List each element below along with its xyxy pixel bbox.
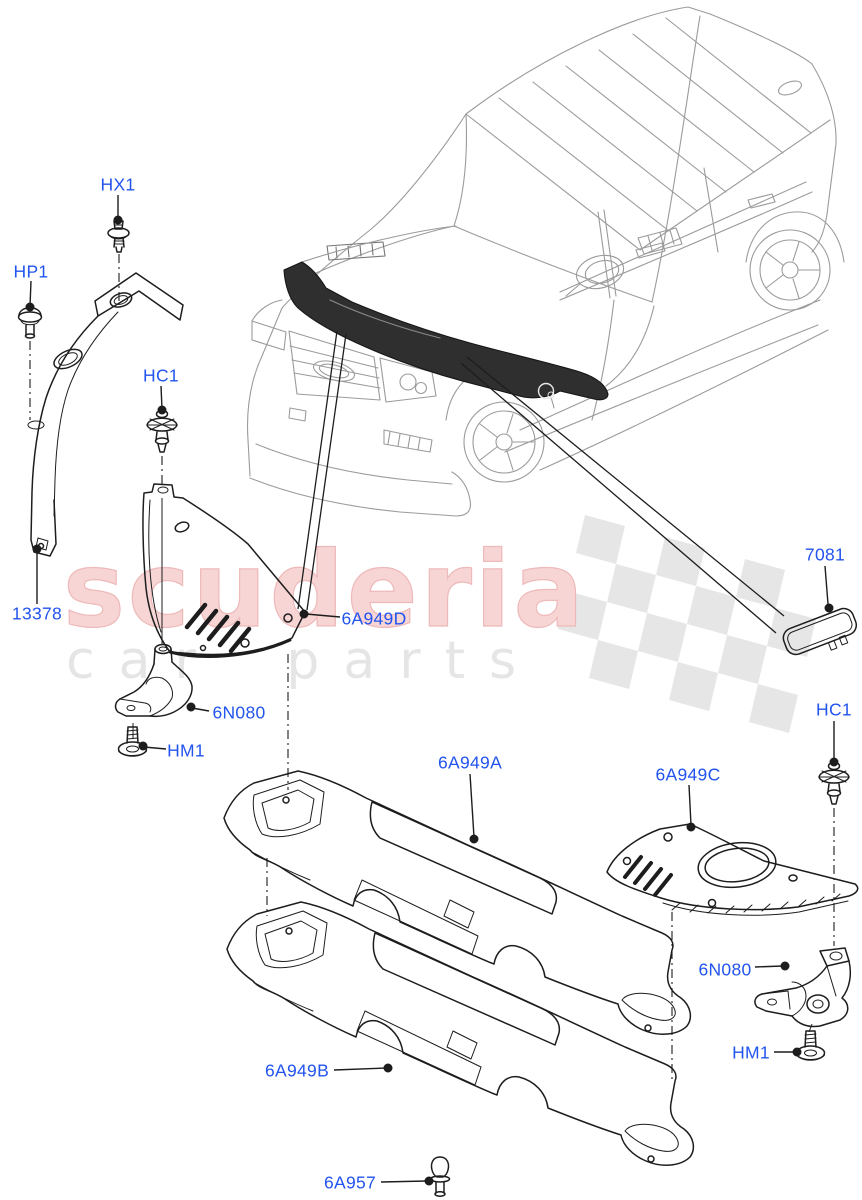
part-6n080-left-drawing bbox=[114, 643, 193, 718]
part-13378-drawing bbox=[27, 272, 184, 557]
checkered-flag-graphic bbox=[558, 515, 816, 733]
fastener-hm1-drawing bbox=[117, 726, 148, 757]
part-label-hx1[interactable]: HX1 bbox=[100, 174, 136, 195]
cowl-panel-highlight bbox=[283, 261, 609, 401]
part-7081-drawing bbox=[782, 607, 858, 656]
part-6a949c-drawing bbox=[606, 823, 859, 916]
part-label-6n080-right[interactable]: 6N080 bbox=[698, 959, 752, 980]
part-label-6a949c[interactable]: 6A949C bbox=[655, 764, 721, 785]
vehicle-illustration bbox=[246, 6, 845, 517]
part-label-hc1-right[interactable]: HC1 bbox=[816, 699, 852, 720]
watermark-brand: scuderia bbox=[63, 529, 587, 651]
fastener-hp1-drawing bbox=[17, 307, 43, 339]
part-label-hp1[interactable]: HP1 bbox=[13, 261, 49, 282]
fastener-6a957-drawing bbox=[429, 1156, 451, 1197]
part-6n080-right-drawing bbox=[754, 947, 852, 1028]
part-label-7081[interactable]: 7081 bbox=[804, 544, 846, 565]
part-label-6a949d[interactable]: 6A949D bbox=[341, 608, 407, 629]
part-label-hm1-right[interactable]: HM1 bbox=[732, 1042, 770, 1063]
part-label-hc1-left[interactable]: HC1 bbox=[143, 365, 179, 386]
watermark-text: scuderia car parts bbox=[62, 528, 587, 691]
part-label-6a957[interactable]: 6A957 bbox=[323, 1172, 377, 1193]
part-6a949d-drawing bbox=[142, 483, 306, 658]
fastener-hc1-drawing bbox=[146, 409, 178, 453]
leader-lines bbox=[25, 195, 839, 1186]
part-label-6a949b[interactable]: 6A949B bbox=[264, 1060, 330, 1081]
part-label-6a949a[interactable]: 6A949A bbox=[437, 752, 503, 773]
part-6a949a-drawing bbox=[223, 770, 692, 1035]
part-6a949b-drawing bbox=[226, 901, 695, 1166]
part-label-6n080-left[interactable]: 6N080 bbox=[212, 702, 266, 723]
reference-lines bbox=[29, 254, 835, 1082]
part-label-13378[interactable]: 13378 bbox=[11, 603, 63, 624]
fastener-hx1-drawing bbox=[107, 220, 130, 253]
watermark-tagline: car parts bbox=[66, 631, 540, 691]
part-label-hm1-left[interactable]: HM1 bbox=[167, 740, 205, 761]
